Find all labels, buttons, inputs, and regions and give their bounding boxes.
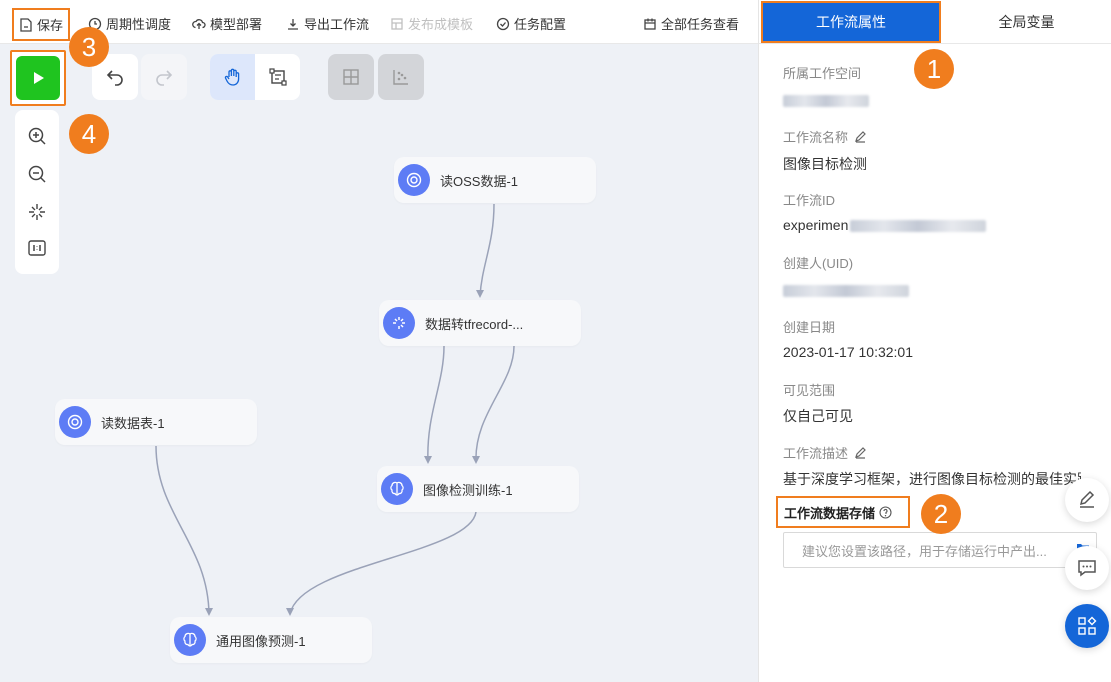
node-label: 读数据表-1 (101, 415, 165, 431)
workspace-label: 所属工作空间 (783, 66, 862, 81)
one-to-one-icon (28, 240, 46, 256)
node-image-predict[interactable]: 通用图像预测-1 (170, 617, 372, 663)
play-icon (34, 72, 44, 84)
creator-label: 创建人(UID) (783, 256, 854, 271)
node-image-detection-train[interactable]: 图像检测训练-1 (377, 466, 579, 512)
target-icon (398, 164, 430, 196)
publish-template-label: 发布成模板 (408, 17, 474, 32)
storage-path-placeholder: 建议您设置该路径，用于存储运行中产出... (802, 543, 1047, 559)
callout-badge-1: 1 (914, 49, 954, 89)
box-select-icon (268, 68, 287, 86)
date-label: 创建日期 (783, 320, 836, 335)
node-connectors (155, 203, 515, 616)
target-icon (59, 406, 91, 438)
storage-path-input[interactable]: 建议您设置该路径，用于存储运行中产出... (783, 532, 1097, 568)
select-mode-button[interactable] (255, 54, 300, 100)
tab-workflow-properties[interactable]: 工作流属性 (761, 1, 941, 43)
brain-icon (174, 624, 206, 656)
mode-toggle (210, 54, 300, 100)
fit-view-icon (29, 204, 45, 220)
layout-button[interactable] (328, 54, 374, 100)
pan-mode-button[interactable] (210, 54, 255, 100)
run-button[interactable] (10, 50, 66, 106)
check-circle-icon (496, 17, 510, 30)
export-button[interactable]: 导出工作流 (286, 14, 369, 33)
task-config-label: 任务配置 (514, 17, 567, 32)
pencil-icon (1079, 490, 1095, 508)
edit-name-icon[interactable] (854, 130, 867, 143)
creator-value (783, 282, 909, 298)
visibility-label: 可见范围 (783, 383, 836, 398)
description-value: 基于深度学习框架，进行图像目标检测的最佳实践 (783, 471, 1081, 487)
deploy-button[interactable]: 模型部署 (192, 14, 262, 33)
schedule-label: 周期性调度 (106, 17, 172, 32)
edit-float-button[interactable] (1065, 478, 1109, 522)
panel-tabs: 工作流属性 全局变量 (759, 0, 1111, 44)
view-all-tasks-button[interactable]: 全部任务查看 (643, 14, 739, 33)
callout-badge-4: 4 (69, 114, 109, 154)
node-label: 数据转tfrecord-... (425, 316, 524, 332)
storage-label: 工作流数据存储 (784, 505, 876, 521)
node-label: 读OSS数据-1 (440, 173, 519, 189)
node-tfrecord[interactable]: 数据转tfrecord-... (379, 300, 581, 346)
workspace-value (783, 92, 869, 108)
apps-icon (1078, 616, 1097, 635)
save-icon (20, 17, 32, 32)
download-icon (288, 18, 298, 30)
view-all-tasks-label: 全部任务查看 (661, 17, 740, 32)
id-label: 工作流ID (783, 193, 836, 208)
tab-global-variables[interactable]: 全局变量 (998, 14, 1055, 30)
zoom-out-button[interactable] (21, 158, 53, 190)
sparkle-icon (383, 307, 415, 339)
name-label: 工作流名称 (783, 127, 867, 146)
zoom-panel (15, 110, 59, 274)
zoom-in-icon (28, 127, 46, 145)
template-icon (391, 17, 403, 30)
apps-float-button[interactable] (1065, 604, 1109, 648)
publish-template-button[interactable]: 发布成模板 (390, 14, 473, 33)
cloud-upload-icon (192, 18, 206, 29)
description-label: 工作流描述 (783, 443, 867, 462)
fit-view-button[interactable] (21, 196, 53, 228)
callout-badge-2: 2 (921, 494, 961, 534)
edit-description-icon[interactable] (854, 446, 867, 459)
top-toolbar: 保存 周期性调度 模型部署 导出工作流 发布成模板 任务配置 全部任务查看 (0, 0, 758, 44)
scatter-icon (393, 70, 408, 85)
brain-icon (381, 473, 413, 505)
task-config-button[interactable]: 任务配置 (496, 14, 566, 33)
node-label: 通用图像预测-1 (216, 633, 306, 649)
workflow-canvas[interactable]: 读OSS数据-1 数据转tfrecord-... 读数据表-1 图像检测训练-1… (0, 44, 758, 682)
node-read-oss[interactable]: 读OSS数据-1 (394, 157, 596, 203)
calendar-icon (644, 18, 656, 30)
save-button[interactable]: 保存 (12, 8, 71, 41)
actual-size-button[interactable] (21, 232, 53, 264)
visibility-value: 仅自己可见 (783, 408, 853, 424)
node-label: 图像检测训练-1 (423, 482, 513, 498)
save-label: 保存 (37, 18, 64, 33)
node-read-table[interactable]: 读数据表-1 (55, 399, 257, 445)
date-value: 2023-01-17 10:32:01 (783, 344, 913, 360)
storage-label-box: 工作流数据存储 (776, 496, 910, 528)
name-value: 图像目标检测 (783, 156, 867, 172)
grid-layout-icon (343, 69, 359, 85)
feedback-float-button[interactable] (1065, 546, 1109, 590)
deploy-label: 模型部署 (210, 17, 263, 32)
zoom-out-icon (28, 165, 46, 183)
id-value: experimen (783, 217, 987, 233)
redo-button[interactable] (141, 54, 187, 100)
zoom-in-button[interactable] (21, 120, 53, 152)
redo-icon (156, 70, 173, 86)
hand-icon (224, 68, 239, 86)
chat-icon (1078, 560, 1096, 577)
callout-badge-3: 3 (69, 27, 109, 67)
undo-icon (106, 70, 123, 86)
help-icon[interactable] (879, 505, 892, 519)
properties-panel: 工作流属性 全局变量 所属工作空间 工作流名称 图像目标检测 工作流ID exp… (758, 0, 1111, 682)
export-label: 导出工作流 (304, 17, 370, 32)
scatter-view-button[interactable] (378, 54, 424, 100)
